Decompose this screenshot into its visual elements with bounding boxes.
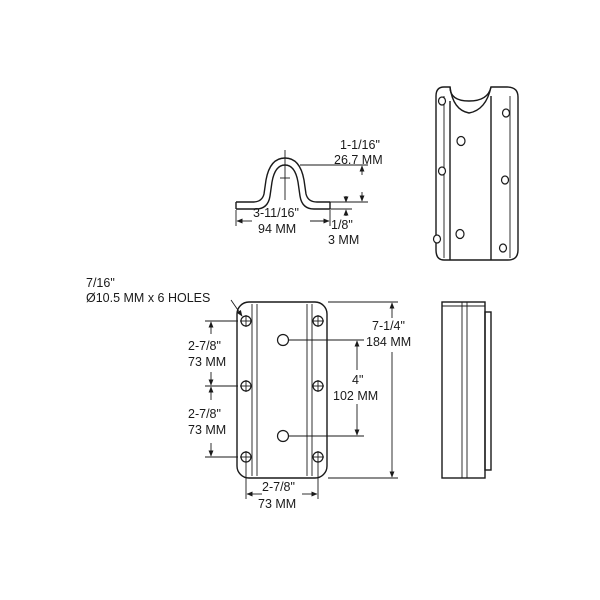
horizontal-spacing-mm: 73 MM (258, 497, 296, 511)
left-spacing-dimensions (205, 320, 238, 458)
horizontal-spacing-dimension (245, 462, 319, 499)
overall-length-mm: 184 MM (366, 335, 411, 349)
side-view (441, 301, 492, 479)
center-hole (276, 429, 290, 443)
lower-spacing-mm: 73 MM (188, 423, 226, 437)
hole-note-in: 7/16" (86, 276, 115, 290)
top-view-thickness-in: 1/8" (331, 218, 353, 232)
overall-length-dimension (328, 301, 398, 479)
top-view-width-mm: 94 MM (258, 222, 296, 236)
mounting-hole (312, 380, 324, 392)
top-view-height-dimension (300, 164, 368, 203)
top-view-thickness-mm: 3 MM (328, 233, 359, 247)
mounting-holes (240, 315, 324, 463)
top-view-height-mm: 26.7 MM (334, 153, 383, 167)
center-holes-dimension (289, 339, 364, 437)
top-view-height-in: 1-1/16" (340, 138, 380, 152)
perspective-view (432, 86, 519, 261)
center-holes-mm: 102 MM (333, 389, 378, 403)
mounting-hole (312, 315, 324, 327)
overall-length-in: 7-1/4" (372, 319, 405, 333)
hole-note-mm: Ø10.5 MM x 6 HOLES (86, 291, 210, 305)
center-hole (276, 333, 290, 347)
top-view-profile (235, 150, 331, 210)
mounting-hole (240, 315, 252, 327)
center-holes-in: 4" (352, 373, 363, 387)
hole-leader-line (230, 299, 243, 317)
front-view-plate (236, 301, 328, 479)
upper-spacing-mm: 73 MM (188, 355, 226, 369)
horizontal-spacing-in: 2-7/8" (262, 480, 295, 494)
top-view-width-in: 3-11/16" (253, 206, 299, 220)
top-view-thickness-dimension (330, 196, 352, 216)
mounting-hole (312, 451, 324, 463)
mounting-hole (240, 451, 252, 463)
mounting-hole (240, 380, 252, 392)
upper-spacing-in: 2-7/8" (188, 339, 221, 353)
top-view-width-dimension (235, 210, 331, 226)
lower-spacing-in: 2-7/8" (188, 407, 221, 421)
